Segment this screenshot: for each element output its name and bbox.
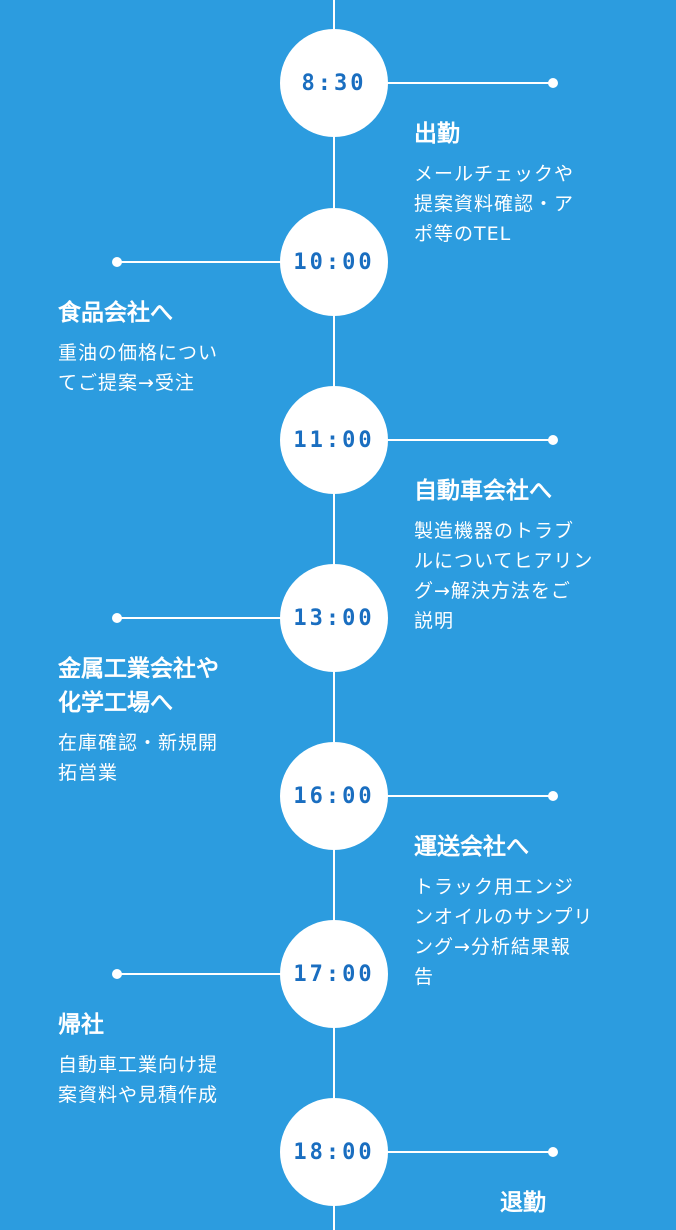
connector-dot: [112, 969, 122, 979]
time-label: 11:00: [293, 427, 375, 453]
event-title: 食品会社へ: [58, 300, 173, 326]
event-title: 自動車会社へ: [414, 478, 552, 504]
time-label: 18:00: [293, 1139, 375, 1165]
connector-dot: [548, 78, 558, 88]
event-title: 出勤: [414, 121, 460, 147]
time-circle: 18:00: [280, 1098, 388, 1206]
event-block: 金属工業会社や 化学工場へ在庫確認・新規開 拓営業: [58, 652, 219, 788]
connector-line: [117, 617, 284, 619]
event-description: トラック用エンジ ンオイルのサンプリ ング→分析結果報 告: [414, 876, 594, 988]
connector-dot: [548, 435, 558, 445]
connector-line: [384, 1151, 553, 1153]
time-label: 13:00: [293, 605, 375, 631]
time-circle: 17:00: [280, 920, 388, 1028]
event-description: メールチェックや 提案資料確認・ア ポ等のTEL: [414, 163, 575, 245]
event-description: 在庫確認・新規開 拓営業: [58, 732, 219, 784]
connector-line: [384, 795, 553, 797]
event-description: 重油の価格につい てご提案→受注: [58, 342, 219, 394]
event-block: 退勤: [500, 1186, 546, 1220]
time-label: 10:00: [293, 249, 375, 275]
connector-line: [384, 82, 553, 84]
connector-dot: [548, 1147, 558, 1157]
event-block: 食品会社へ重油の価格につい てご提案→受注: [58, 296, 218, 398]
event-title: 退勤: [500, 1190, 546, 1216]
event-block: 帰社自動車工業向け提 案資料や見積作成: [58, 1008, 218, 1110]
event-title: 金属工業会社や 化学工場へ: [58, 656, 219, 716]
connector-line: [384, 439, 553, 441]
time-circle: 13:00: [280, 564, 388, 672]
time-label: 17:00: [293, 961, 375, 987]
event-title: 帰社: [58, 1012, 104, 1038]
time-circle: 10:00: [280, 208, 388, 316]
time-label: 16:00: [293, 783, 375, 809]
connector-dot: [112, 257, 122, 267]
time-circle: 8:30: [280, 29, 388, 137]
time-circle: 11:00: [280, 386, 388, 494]
connector-line: [117, 261, 284, 263]
event-block: 自動車会社へ製造機器のトラブ ルについてヒアリン グ→解決方法をご 説明: [414, 474, 593, 636]
connector-dot: [548, 791, 558, 801]
event-description: 製造機器のトラブ ルについてヒアリン グ→解決方法をご 説明: [414, 520, 594, 632]
event-title: 運送会社へ: [414, 834, 529, 860]
connector-dot: [112, 613, 122, 623]
event-description: 自動車工業向け提 案資料や見積作成: [58, 1054, 219, 1106]
time-label: 8:30: [301, 70, 367, 96]
event-block: 運送会社へトラック用エンジ ンオイルのサンプリ ング→分析結果報 告: [414, 830, 593, 992]
event-block: 出勤メールチェックや 提案資料確認・ア ポ等のTEL: [414, 117, 574, 249]
connector-line: [117, 973, 284, 975]
time-circle: 16:00: [280, 742, 388, 850]
